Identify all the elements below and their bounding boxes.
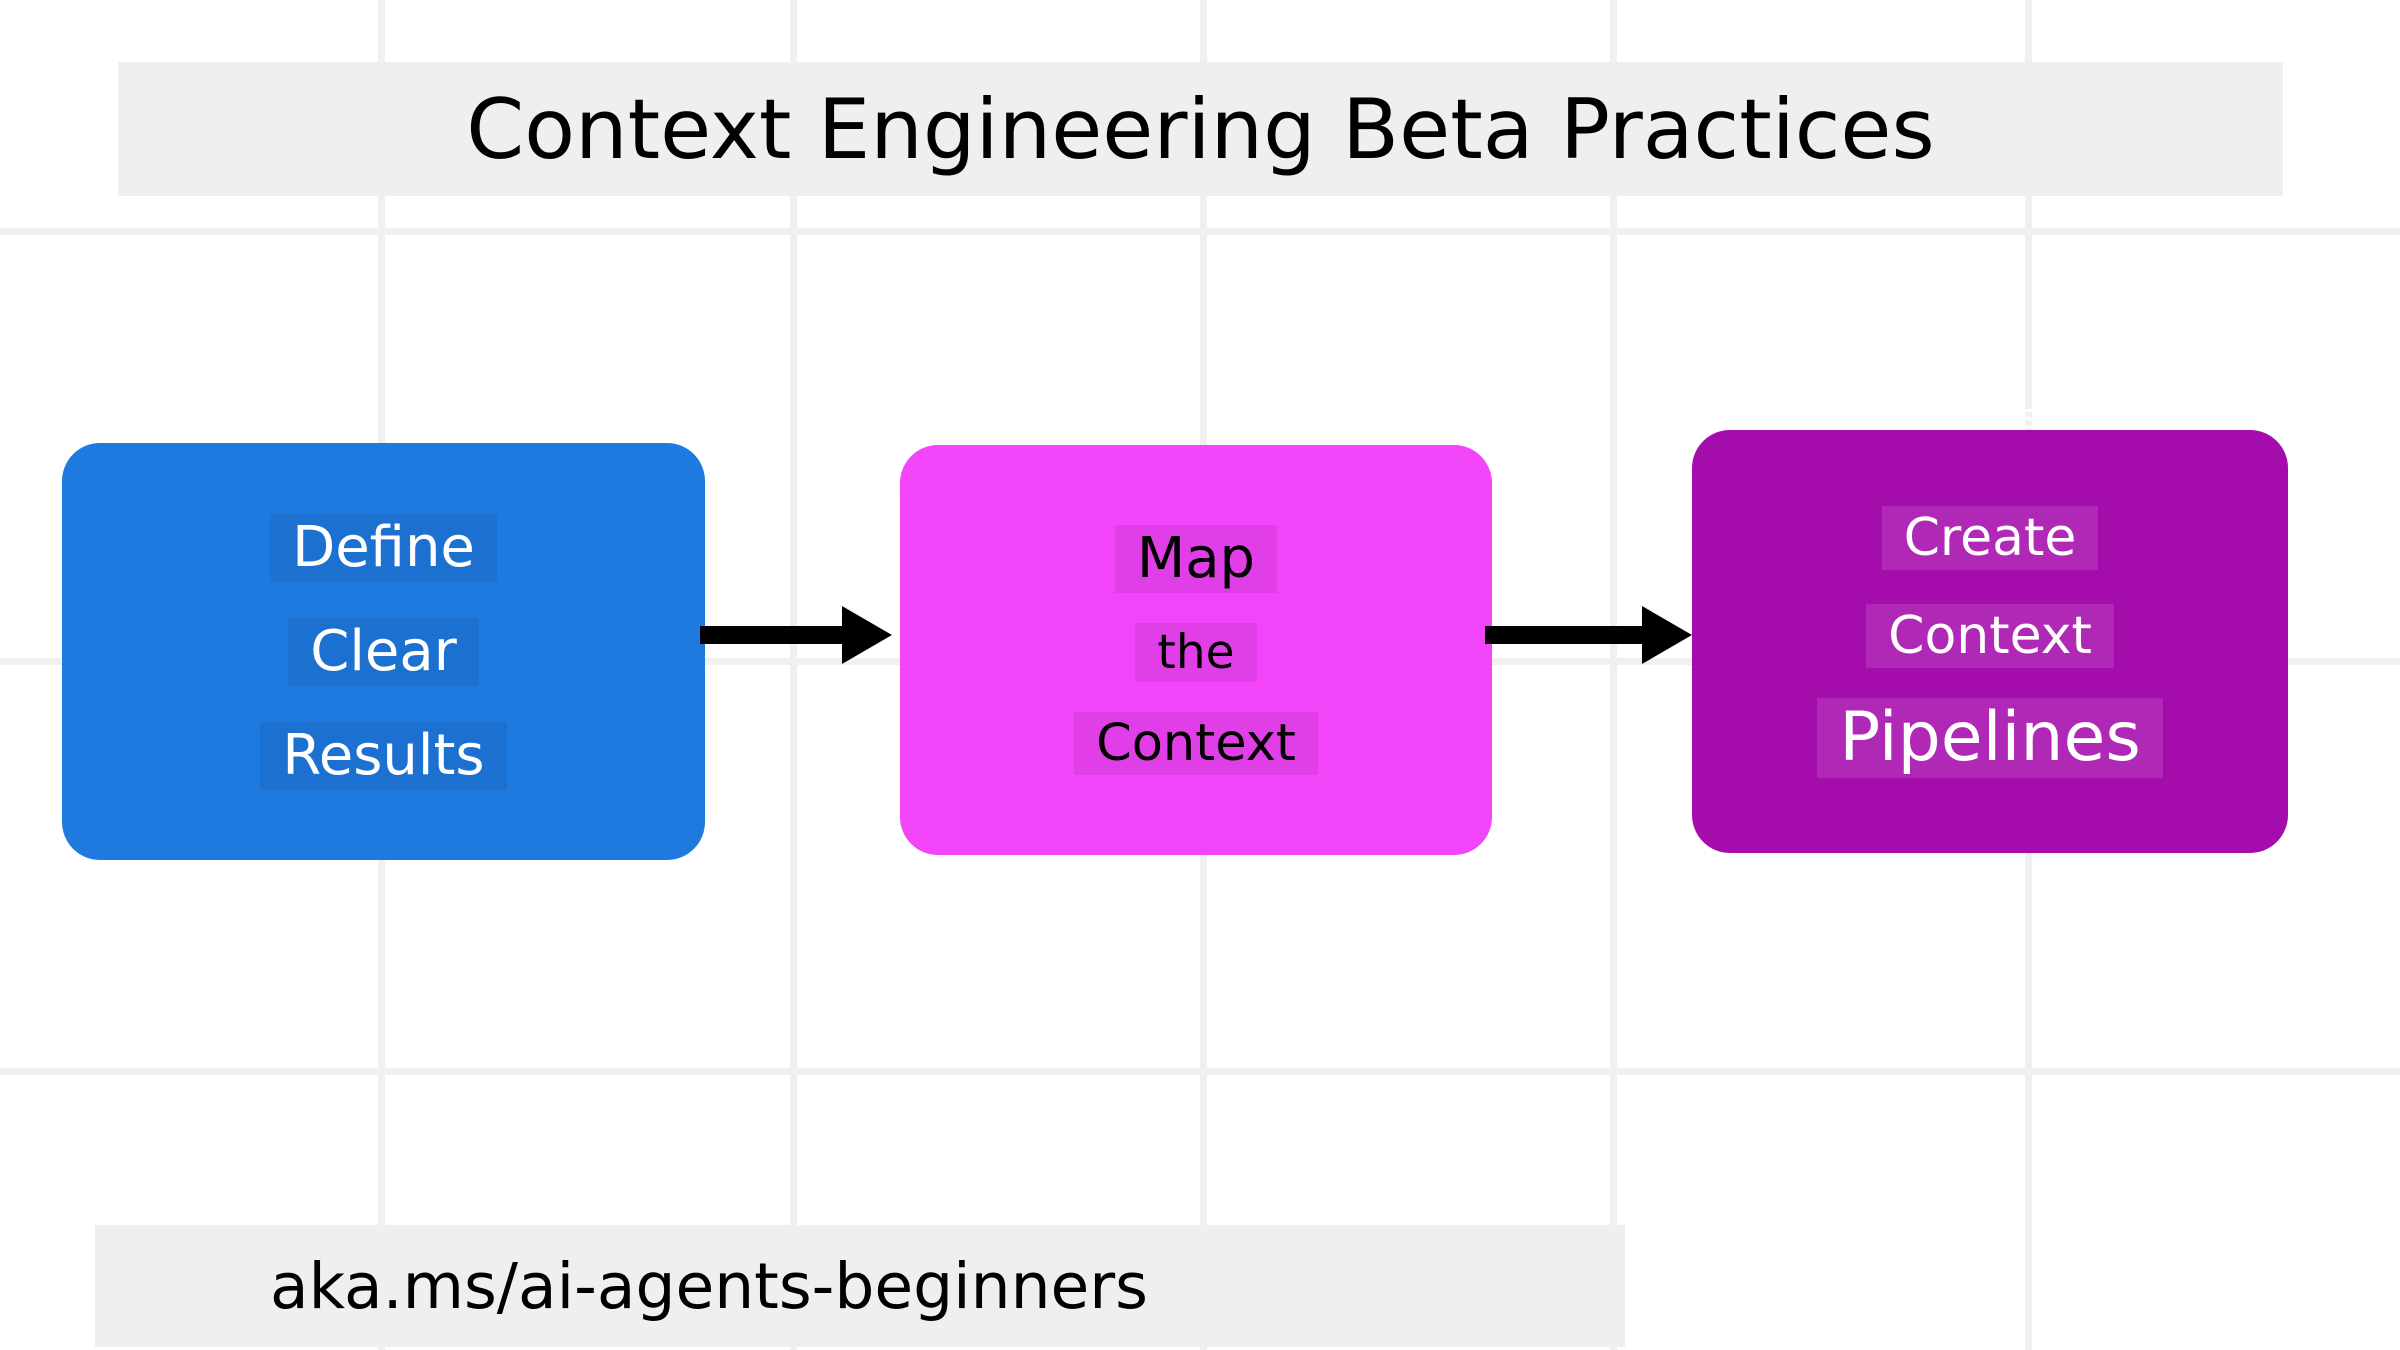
flow-node-line: the: [1135, 623, 1257, 682]
flow-node-line: Pipelines: [1817, 697, 2163, 778]
ghost-mark: /: [1960, 942, 1972, 982]
flow-node-line: Map: [1114, 525, 1278, 593]
flow-node-line: Define: [270, 513, 497, 582]
flow-node-line: Context: [1866, 603, 2114, 668]
page-title: Context Engineering Beta Practices: [466, 80, 1935, 178]
flow-node-create-context-pipelines[interactable]: Create Context Pipelines: [1692, 430, 2288, 853]
flow-node-map-the-context[interactable]: Map the Context: [900, 445, 1492, 855]
flow-node-line: Context: [1074, 712, 1318, 775]
gridline-horizontal: [0, 228, 2400, 235]
footer-link-text[interactable]: aka.ms/ai-agents-beginners: [270, 1249, 1149, 1323]
footer-band: aka.ms/ai-agents-beginners: [95, 1225, 1625, 1347]
title-band: Context Engineering Beta Practices: [118, 62, 2283, 196]
flow-node-content: Define Clear Results: [62, 443, 705, 860]
flow-node-line: Create: [1881, 505, 2099, 570]
flow-arrow-2-icon: [1485, 600, 1700, 674]
flow-node-line: Results: [260, 721, 507, 790]
flow-node-content: Create Context Pipelines: [1692, 430, 2288, 853]
gridline-horizontal: [0, 1068, 2400, 1075]
ghost-mark: s: [2020, 397, 2038, 437]
flow-node-content: Map the Context: [900, 445, 1492, 855]
flow-arrow-1-icon: [700, 600, 900, 674]
gridline-vertical: [1610, 0, 1617, 1350]
ghost-mark: s: [1182, 992, 1200, 1032]
flow-node-line: Clear: [288, 617, 479, 686]
flow-node-define-clear-results[interactable]: Define Clear Results: [62, 443, 705, 860]
gridline-vertical: [790, 0, 797, 1350]
